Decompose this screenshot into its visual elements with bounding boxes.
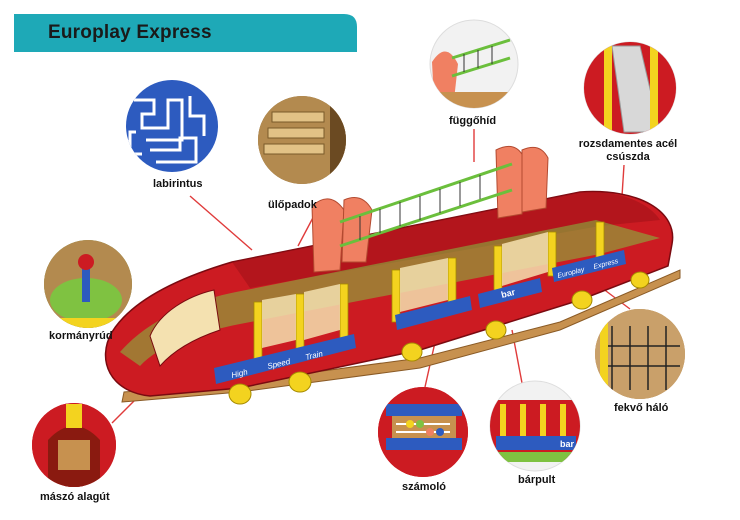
rear-stripe bbox=[552, 250, 626, 282]
train-text-high: High bbox=[230, 367, 249, 380]
slide-icon bbox=[583, 41, 677, 135]
side-stripe bbox=[395, 296, 472, 330]
front-stripe bbox=[214, 334, 356, 384]
page-title: Europlay Express bbox=[48, 22, 212, 43]
label-labirintus: labirintus bbox=[153, 178, 203, 190]
label-csuszda: rozsdamentes acél csúszda bbox=[570, 138, 686, 164]
bar-stripe bbox=[478, 278, 542, 308]
bar-detail-text: bar bbox=[560, 439, 575, 449]
label-maszo-alagut: mászó alagút bbox=[40, 491, 110, 503]
net-icon bbox=[595, 309, 685, 399]
maze-icon bbox=[126, 80, 218, 172]
rope-bridge-icon bbox=[429, 19, 519, 109]
label-ulopadok: ülőpadok bbox=[268, 199, 317, 211]
label-szamolo: számoló bbox=[402, 481, 447, 493]
label-fekvo-halo: fekvő háló bbox=[614, 402, 669, 414]
header-banner bbox=[14, 14, 357, 52]
abacus-icon bbox=[378, 387, 468, 477]
bar-counter-icon: bar bbox=[489, 380, 581, 472]
train-text-bar: bar bbox=[500, 287, 516, 300]
label-csuszda-line2: csúszda bbox=[606, 151, 650, 163]
label-kormanyrud: kormányrúd bbox=[49, 330, 113, 342]
train-text-train: Train bbox=[304, 349, 324, 362]
label-barpult: bárpult bbox=[518, 474, 556, 486]
label-fuggohid: függőhíd bbox=[449, 115, 497, 127]
bench-icon bbox=[258, 96, 346, 184]
label-csuszda-line1: rozsdamentes acél bbox=[578, 138, 678, 150]
tunnel-icon bbox=[32, 403, 116, 487]
steering-wheel-icon bbox=[44, 240, 132, 328]
roof-bridge bbox=[311, 145, 549, 273]
